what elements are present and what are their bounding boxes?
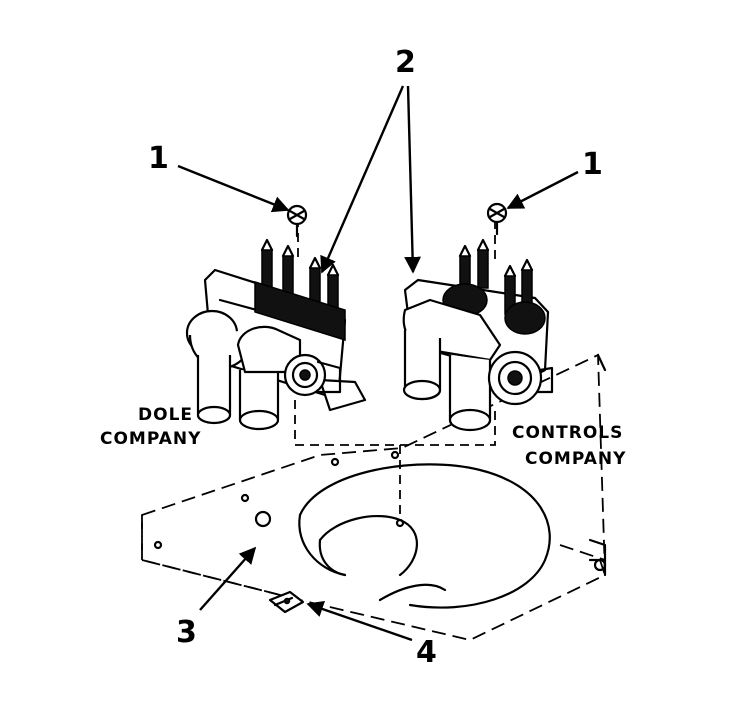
clip: [268, 590, 305, 614]
callout-2: 2: [395, 45, 416, 80]
dole-label-line2: COMPANY: [100, 429, 201, 449]
callout-3: 3: [176, 615, 197, 650]
callout-1-right: 1: [582, 147, 603, 182]
controls-water-valve: [402, 238, 554, 432]
mounting-bracket: [141, 353, 607, 641]
controls-label-line2: COMPANY: [525, 449, 626, 469]
callout-1-left: 1: [148, 141, 169, 176]
screw-left: [286, 204, 308, 238]
dole-water-valve: [185, 238, 367, 431]
dole-label-line1: DOLE: [138, 405, 193, 425]
controls-label-line1: CONTROLS: [512, 423, 623, 443]
screw-right: [486, 202, 508, 236]
callout-4: 4: [416, 635, 437, 670]
leader-lines: [177, 85, 579, 642]
